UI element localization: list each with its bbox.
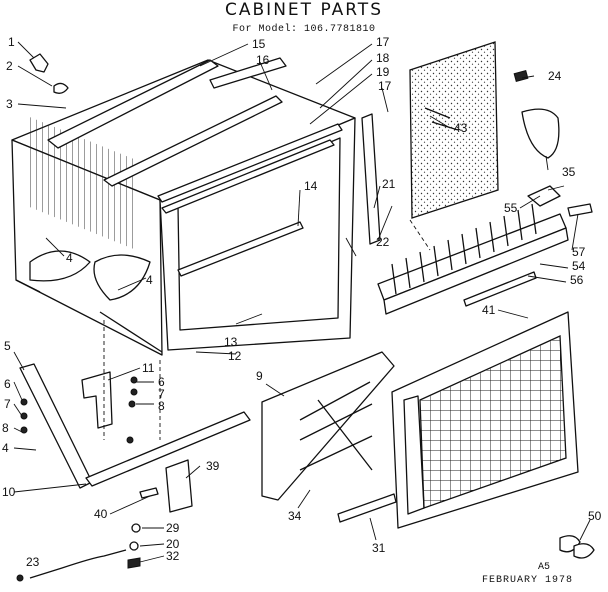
model-number: For Model: 106.7781810: [232, 24, 376, 35]
callout-6a: 6: [4, 377, 11, 391]
callout-3: 3: [6, 97, 13, 111]
callout-20: 20: [166, 537, 180, 551]
revision-date: FEBRUARY 1978: [482, 575, 574, 586]
handle-plate: [521, 108, 560, 159]
mounting-frame: [261, 351, 397, 523]
callout-4a: 4: [66, 251, 73, 265]
callout-34: 34: [288, 509, 302, 523]
filter-panel: [409, 41, 499, 219]
callout-7b: 7: [158, 387, 165, 401]
callout-31: 31: [372, 541, 386, 555]
callout-19: 19: [376, 65, 390, 79]
callout-11: 11: [142, 361, 155, 375]
callout-54: 54: [572, 259, 586, 273]
callout-labels: 1 2 3 4 4 5 6 7 8 4 6 7 8 9 10 11 12 13 …: [2, 35, 602, 569]
cabinet-shell: [11, 59, 356, 356]
callout-14: 14: [304, 179, 318, 193]
callout-4c: 4: [2, 441, 9, 455]
callout-23: 23: [26, 555, 40, 569]
callout-6b: 6: [158, 375, 165, 389]
callout-17b: 17: [378, 79, 392, 93]
callout-7a: 7: [4, 397, 11, 411]
callout-22: 22: [376, 235, 390, 249]
callout-4b: 4: [146, 273, 153, 287]
callout-1: 1: [8, 35, 15, 49]
leader-lines: [13, 41, 591, 563]
side-bracket: [19, 363, 251, 513]
vertical-post: [361, 113, 381, 245]
callout-13: 13: [224, 335, 238, 349]
callout-8a: 8: [2, 421, 9, 435]
callout-16: 16: [256, 53, 270, 67]
callout-40: 40: [94, 507, 108, 521]
callout-10: 10: [2, 485, 16, 499]
callout-2: 2: [6, 59, 13, 73]
callout-18: 18: [376, 51, 390, 65]
callout-39: 39: [206, 459, 220, 473]
callout-12: 12: [228, 349, 242, 363]
callout-57: 57: [572, 245, 586, 259]
knob-24: [513, 69, 529, 83]
bracket-and-clip: [29, 53, 69, 94]
callout-29: 29: [166, 521, 180, 535]
top-rails: [47, 57, 343, 277]
callout-17a: 17: [376, 35, 390, 49]
callout-55: 55: [504, 201, 518, 215]
callout-41: 41: [482, 303, 496, 317]
callout-8b: 8: [158, 399, 165, 413]
callout-21: 21: [382, 177, 396, 191]
callout-15: 15: [252, 37, 266, 51]
callout-35: 35: [562, 165, 576, 179]
diagram-title: CABINET PARTS: [225, 0, 383, 20]
front-grille: [391, 311, 579, 529]
callout-24: 24: [548, 69, 562, 83]
callout-5: 5: [4, 339, 11, 353]
louver-assembly: [377, 185, 593, 315]
small-hardware: [16, 523, 595, 582]
callout-9: 9: [256, 369, 263, 383]
callout-32: 32: [166, 549, 180, 563]
callout-50: 50: [588, 509, 602, 523]
callout-43: 43: [454, 121, 468, 135]
callout-56: 56: [570, 273, 584, 287]
revision-code: A5: [538, 562, 551, 573]
